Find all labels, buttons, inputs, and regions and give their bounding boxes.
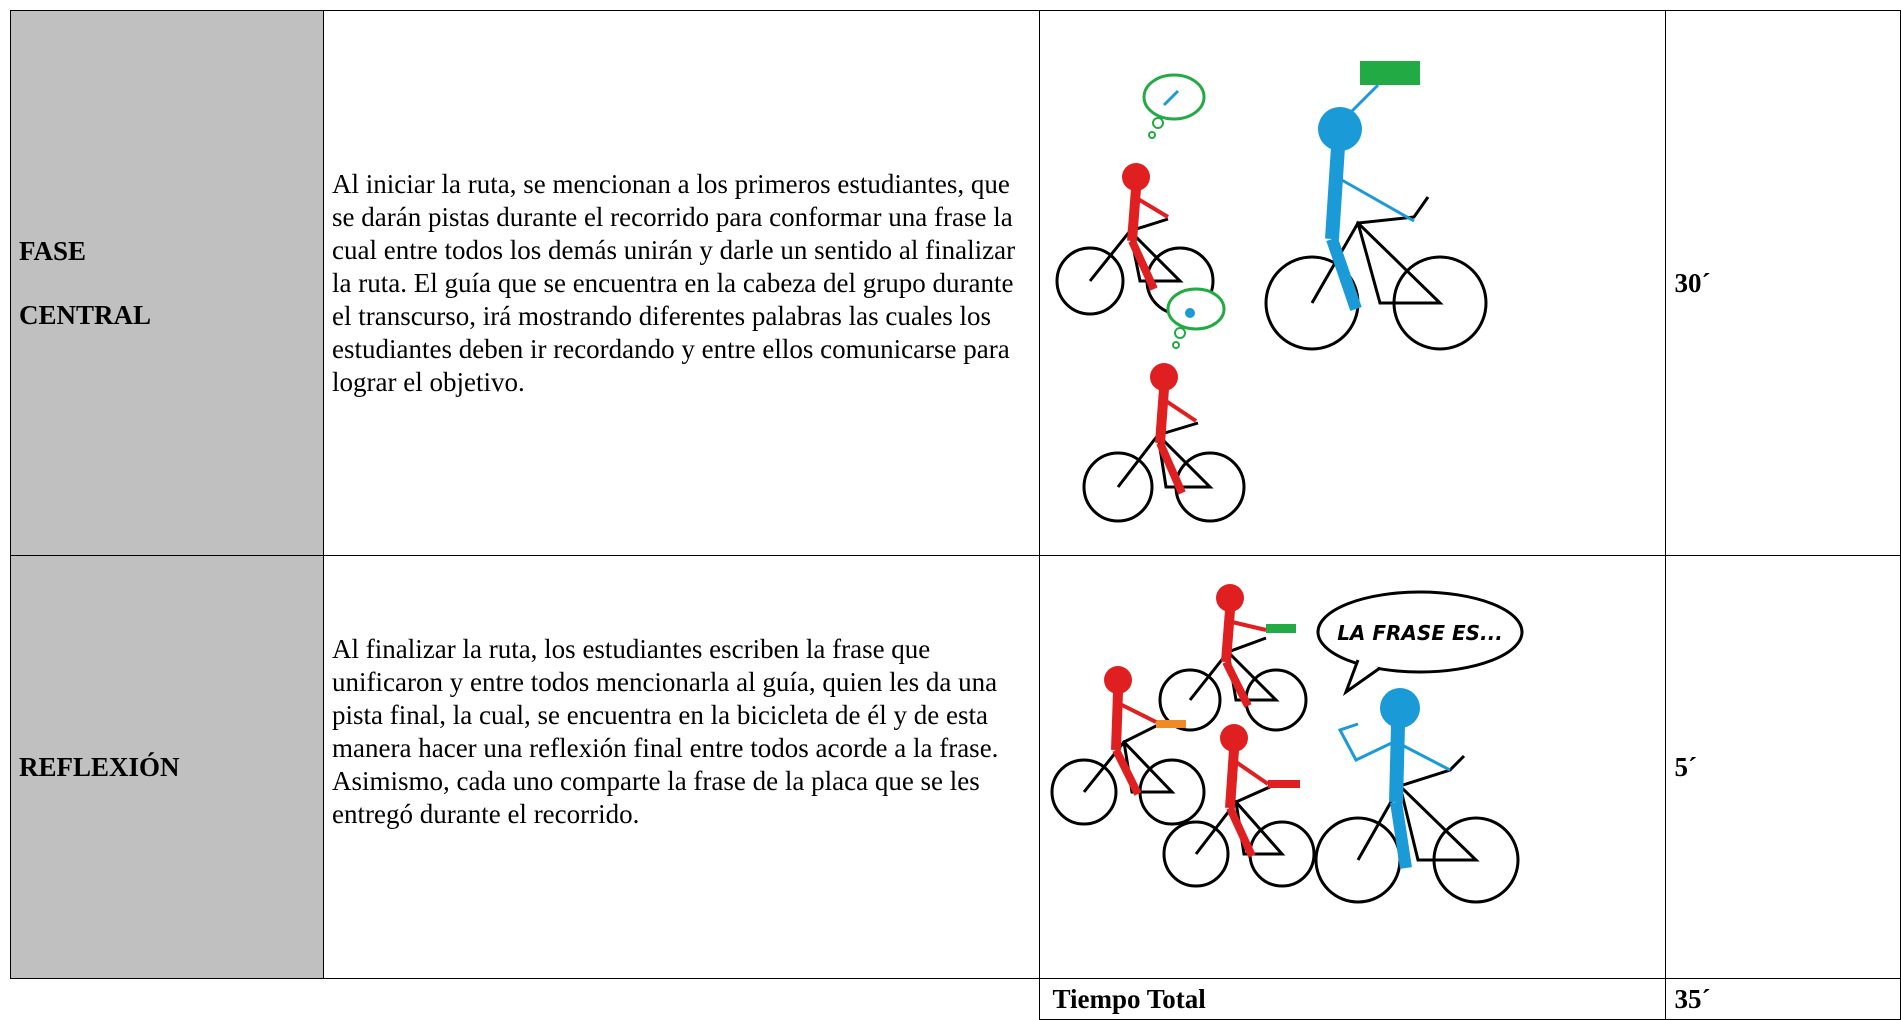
illustration-cell: LA FRASE ES... [1039,555,1667,979]
speech-bubble: LA FRASE ES... [1316,590,1524,697]
description-cell: Al finalizar la ruta, los estudiantes es… [323,555,1041,979]
time-value: 30´ [1674,267,1711,298]
cyclists-illustration: LA FRASE ES... [1050,584,1524,904]
word-sign [1360,61,1421,85]
description-text: Al finalizar la ruta, los estudiantes es… [332,634,999,829]
time-cell: 5´ [1665,555,1901,979]
description-cell: Al iniciar la ruta, se mencionan a los p… [323,10,1041,556]
speech-text: LA FRASE ES... [1338,621,1504,645]
student-cyclist [1082,363,1246,523]
phase-label: CENTRAL [19,300,152,330]
time-value: 5´ [1674,751,1697,782]
table-row: FASE CENTRAL Al iniciar la ruta, se menc… [9,10,1901,556]
table-row: Tiempo Total 35´ [11,978,1901,1020]
table-row: REFLEXIÓN Al finalizar la ruta, los estu… [9,555,1901,979]
time-cell: 30´ [1665,10,1901,556]
thought-bubble [1166,287,1226,349]
phase-cell: REFLEXIÓN [9,555,325,979]
description-text: Al iniciar la ruta, se mencionan a los p… [332,168,1016,397]
guide-cyclist [1314,688,1520,904]
student-cyclist [1055,163,1215,316]
total-time-cell: 35´ [1665,978,1901,1020]
phase-label: FASE [19,236,87,266]
total-time-value: 35´ [1674,983,1711,1014]
cyclists-illustration [1055,61,1488,523]
guide-cyclist [1264,107,1488,351]
lesson-table: FASE CENTRAL Al iniciar la ruta, se menc… [9,10,1901,1020]
thought-bubble [1142,73,1206,139]
phase-label: REFLEXIÓN [19,752,180,782]
student-cyclist [1162,724,1316,888]
illustration-cell [1039,10,1667,556]
student-cyclist [1158,584,1308,732]
total-time-label-text: Tiempo Total [1052,983,1206,1014]
phase-cell: FASE CENTRAL [9,10,325,556]
total-time-label: Tiempo Total [1039,978,1667,1020]
student-cyclist [1050,666,1206,826]
